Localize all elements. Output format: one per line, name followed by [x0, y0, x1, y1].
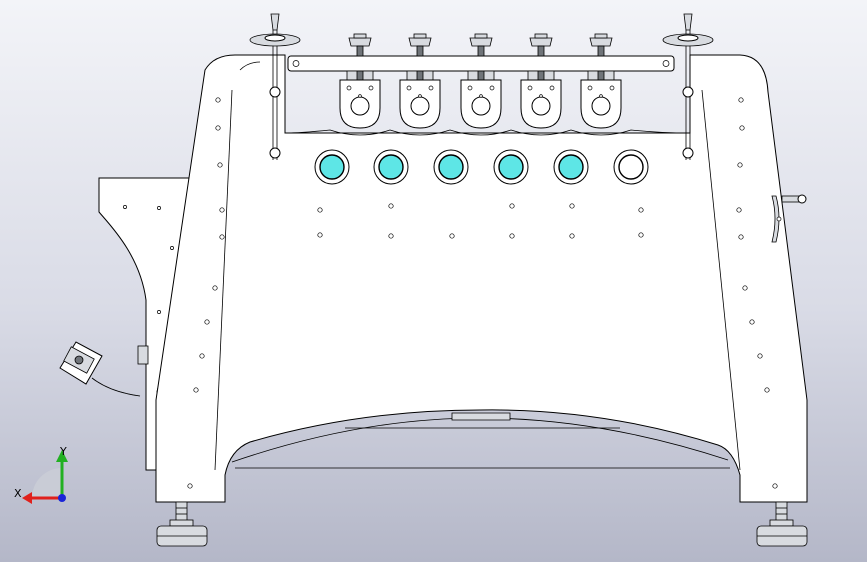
orientation-triad: Y X [14, 445, 68, 504]
left-foot [156, 501, 208, 547]
roller-6 [613, 149, 649, 185]
mounting-holes [123, 97, 778, 489]
roller-1 [314, 149, 350, 185]
x-axis-label: X [14, 487, 22, 500]
adjust-knobs [348, 33, 613, 57]
x-axis-arrowhead [22, 492, 32, 504]
roller-brackets [284, 70, 691, 136]
y-axis-label: Y [59, 445, 67, 458]
pendant-control [59, 341, 149, 397]
right-crank-handle [771, 194, 807, 243]
right-foot [756, 501, 808, 547]
y-axis-arrowhead [56, 450, 68, 462]
left-handwheel-rod [249, 13, 301, 160]
right-handwheel-rod [662, 13, 714, 160]
roller-4 [493, 149, 529, 185]
roller-row [314, 149, 649, 185]
roller-3 [433, 149, 469, 185]
roller-5 [553, 149, 589, 185]
triad-plane [32, 468, 62, 498]
roller-2 [373, 149, 409, 185]
top-rail [287, 55, 675, 72]
z-axis-dot [58, 494, 66, 502]
